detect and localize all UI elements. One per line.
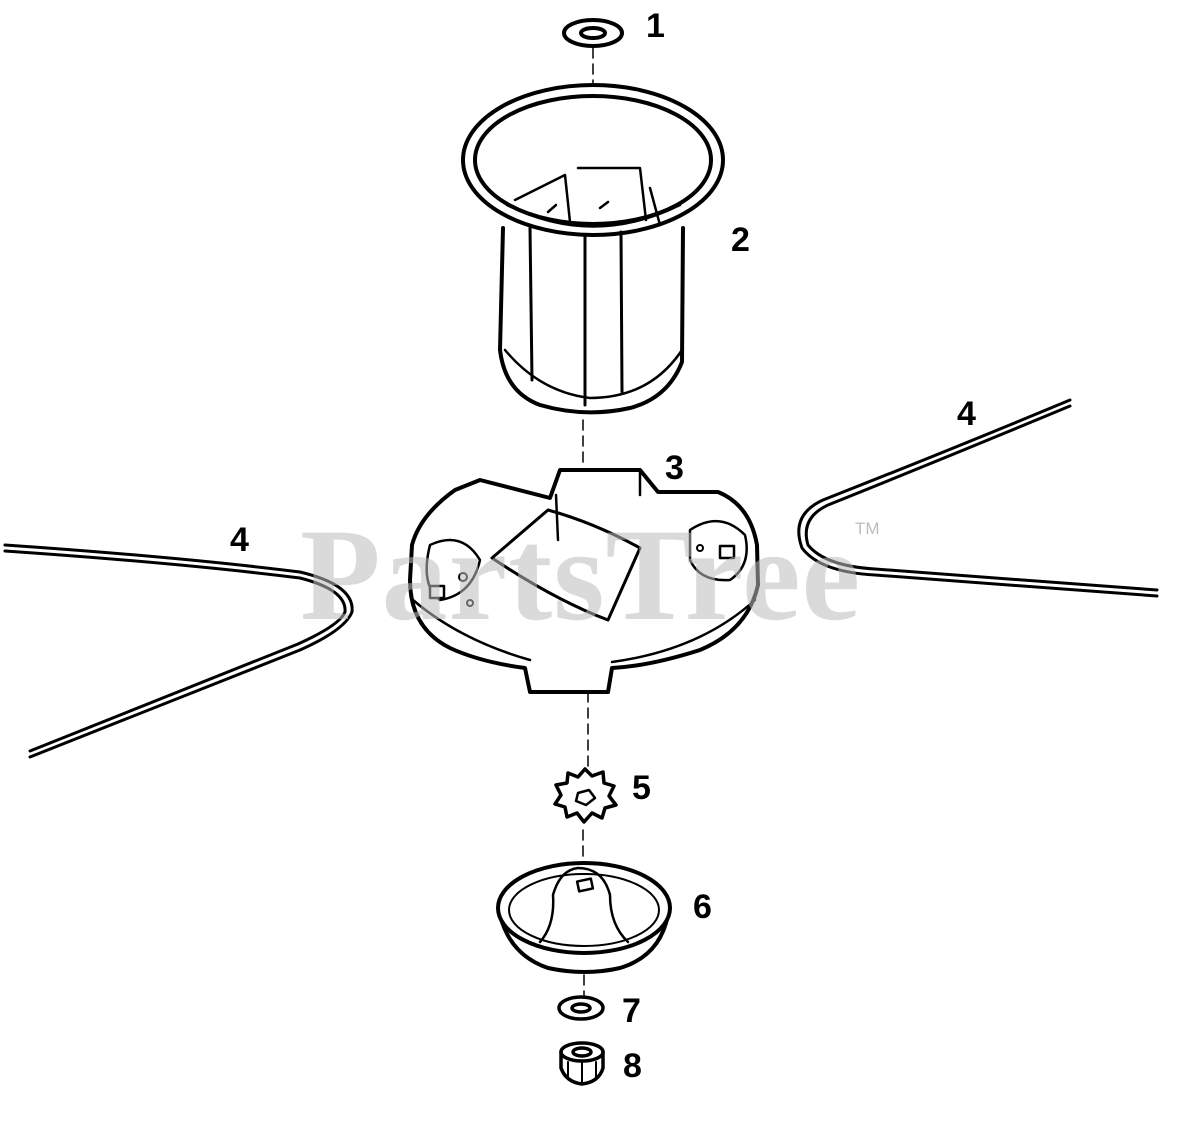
callout-6: 6 xyxy=(693,888,712,926)
watermark-trademark: TM xyxy=(855,519,880,538)
callout-3: 3 xyxy=(665,449,684,487)
part-7-washer xyxy=(557,995,605,1021)
part-1-washer xyxy=(562,18,624,48)
callout-4-right: 4 xyxy=(957,395,976,433)
callout-7: 7 xyxy=(622,992,641,1030)
part-6-cover-cap xyxy=(496,861,672,974)
callout-5: 5 xyxy=(632,769,651,807)
watermark-brand: PartsTree xyxy=(300,501,862,648)
part-4-line-left xyxy=(3,543,354,759)
callout-4-left: 4 xyxy=(230,521,249,559)
part-2-spool-cup xyxy=(461,83,725,415)
part-8-nut xyxy=(559,1041,605,1086)
callout-1: 1 xyxy=(646,7,665,45)
callout-2: 2 xyxy=(731,221,750,259)
part-5-lock-washer xyxy=(553,767,618,824)
callout-8: 8 xyxy=(623,1047,642,1085)
part-4-line-right xyxy=(797,398,1159,598)
part-3-cutter-head xyxy=(408,468,760,694)
